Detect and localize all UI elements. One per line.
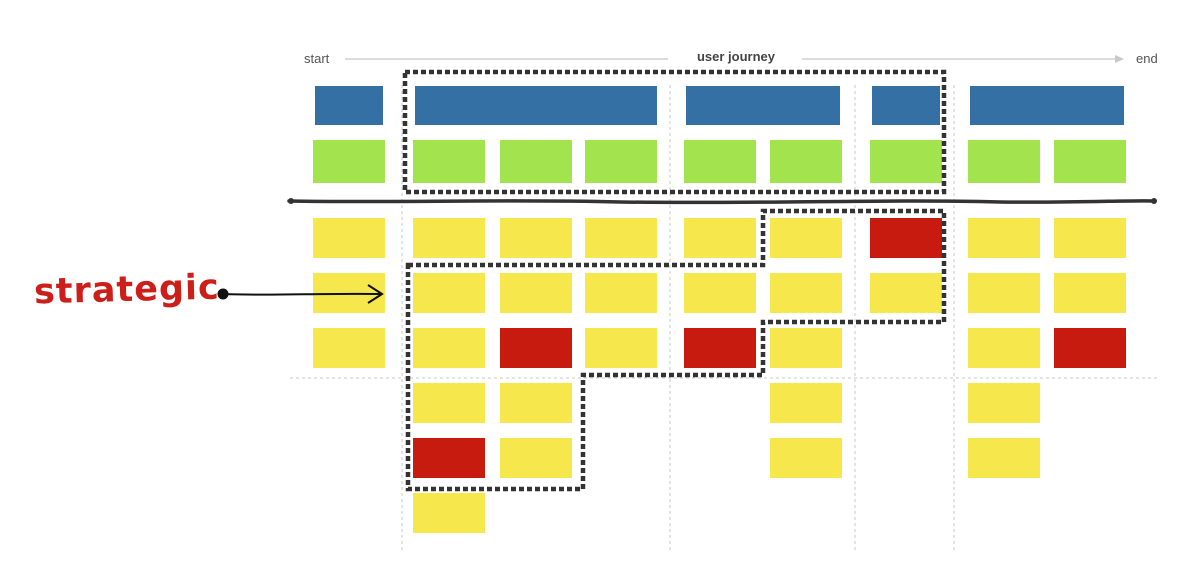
story-card [500, 438, 572, 478]
story-card [770, 328, 842, 368]
story-card-flagged [1054, 328, 1126, 368]
task-card [870, 140, 942, 183]
story-card [770, 438, 842, 478]
backbone-divider-line [287, 199, 1157, 205]
story-card [585, 328, 657, 368]
activity-card [872, 86, 940, 125]
story-card [313, 328, 385, 368]
story-card [968, 218, 1040, 258]
story-card [413, 273, 485, 313]
annotation-arrowhead-icon [367, 284, 384, 304]
story-card [413, 383, 485, 423]
task-card [313, 140, 385, 183]
task-card [413, 140, 485, 183]
task-card [770, 140, 842, 183]
story-card [968, 328, 1040, 368]
journey-arrow-head-icon [1115, 55, 1124, 63]
story-card [500, 218, 572, 258]
story-card-flagged [500, 328, 572, 368]
story-card [968, 383, 1040, 423]
activity-card [315, 86, 383, 125]
mvp-backbone-outline [402, 69, 947, 195]
story-card [413, 328, 485, 368]
task-card [684, 140, 756, 183]
strategic-annotation-label: strategic [33, 267, 221, 313]
story-card [684, 273, 756, 313]
annotation-pointer-arrow [222, 292, 382, 296]
story-card [1054, 273, 1126, 313]
journey-start-label: start [304, 51, 330, 66]
divider-end-dot-right [1151, 198, 1157, 204]
story-card [500, 383, 572, 423]
journey-end-label: end [1136, 51, 1158, 66]
task-card [1054, 140, 1126, 183]
task-card [968, 140, 1040, 183]
journey-title: user journey [696, 49, 776, 64]
story-card [770, 218, 842, 258]
activity-card [415, 86, 657, 125]
divider-end-dot-left [288, 198, 294, 204]
activity-card [686, 86, 840, 125]
story-card [770, 383, 842, 423]
story-card [313, 218, 385, 258]
strategic-release-outline [405, 208, 947, 492]
story-card-flagged [870, 218, 942, 258]
story-card [1054, 218, 1126, 258]
story-card [585, 218, 657, 258]
story-card [968, 438, 1040, 478]
story-card [585, 273, 657, 313]
story-card [968, 273, 1040, 313]
task-card [500, 140, 572, 183]
story-card-flagged [684, 328, 756, 368]
task-card [585, 140, 657, 183]
story-card [413, 493, 485, 533]
story-card [684, 218, 756, 258]
story-card [770, 273, 842, 313]
story-card [413, 218, 485, 258]
story-card [500, 273, 572, 313]
activity-card [970, 86, 1124, 125]
story-card [870, 273, 942, 313]
story-card-flagged [413, 438, 485, 478]
